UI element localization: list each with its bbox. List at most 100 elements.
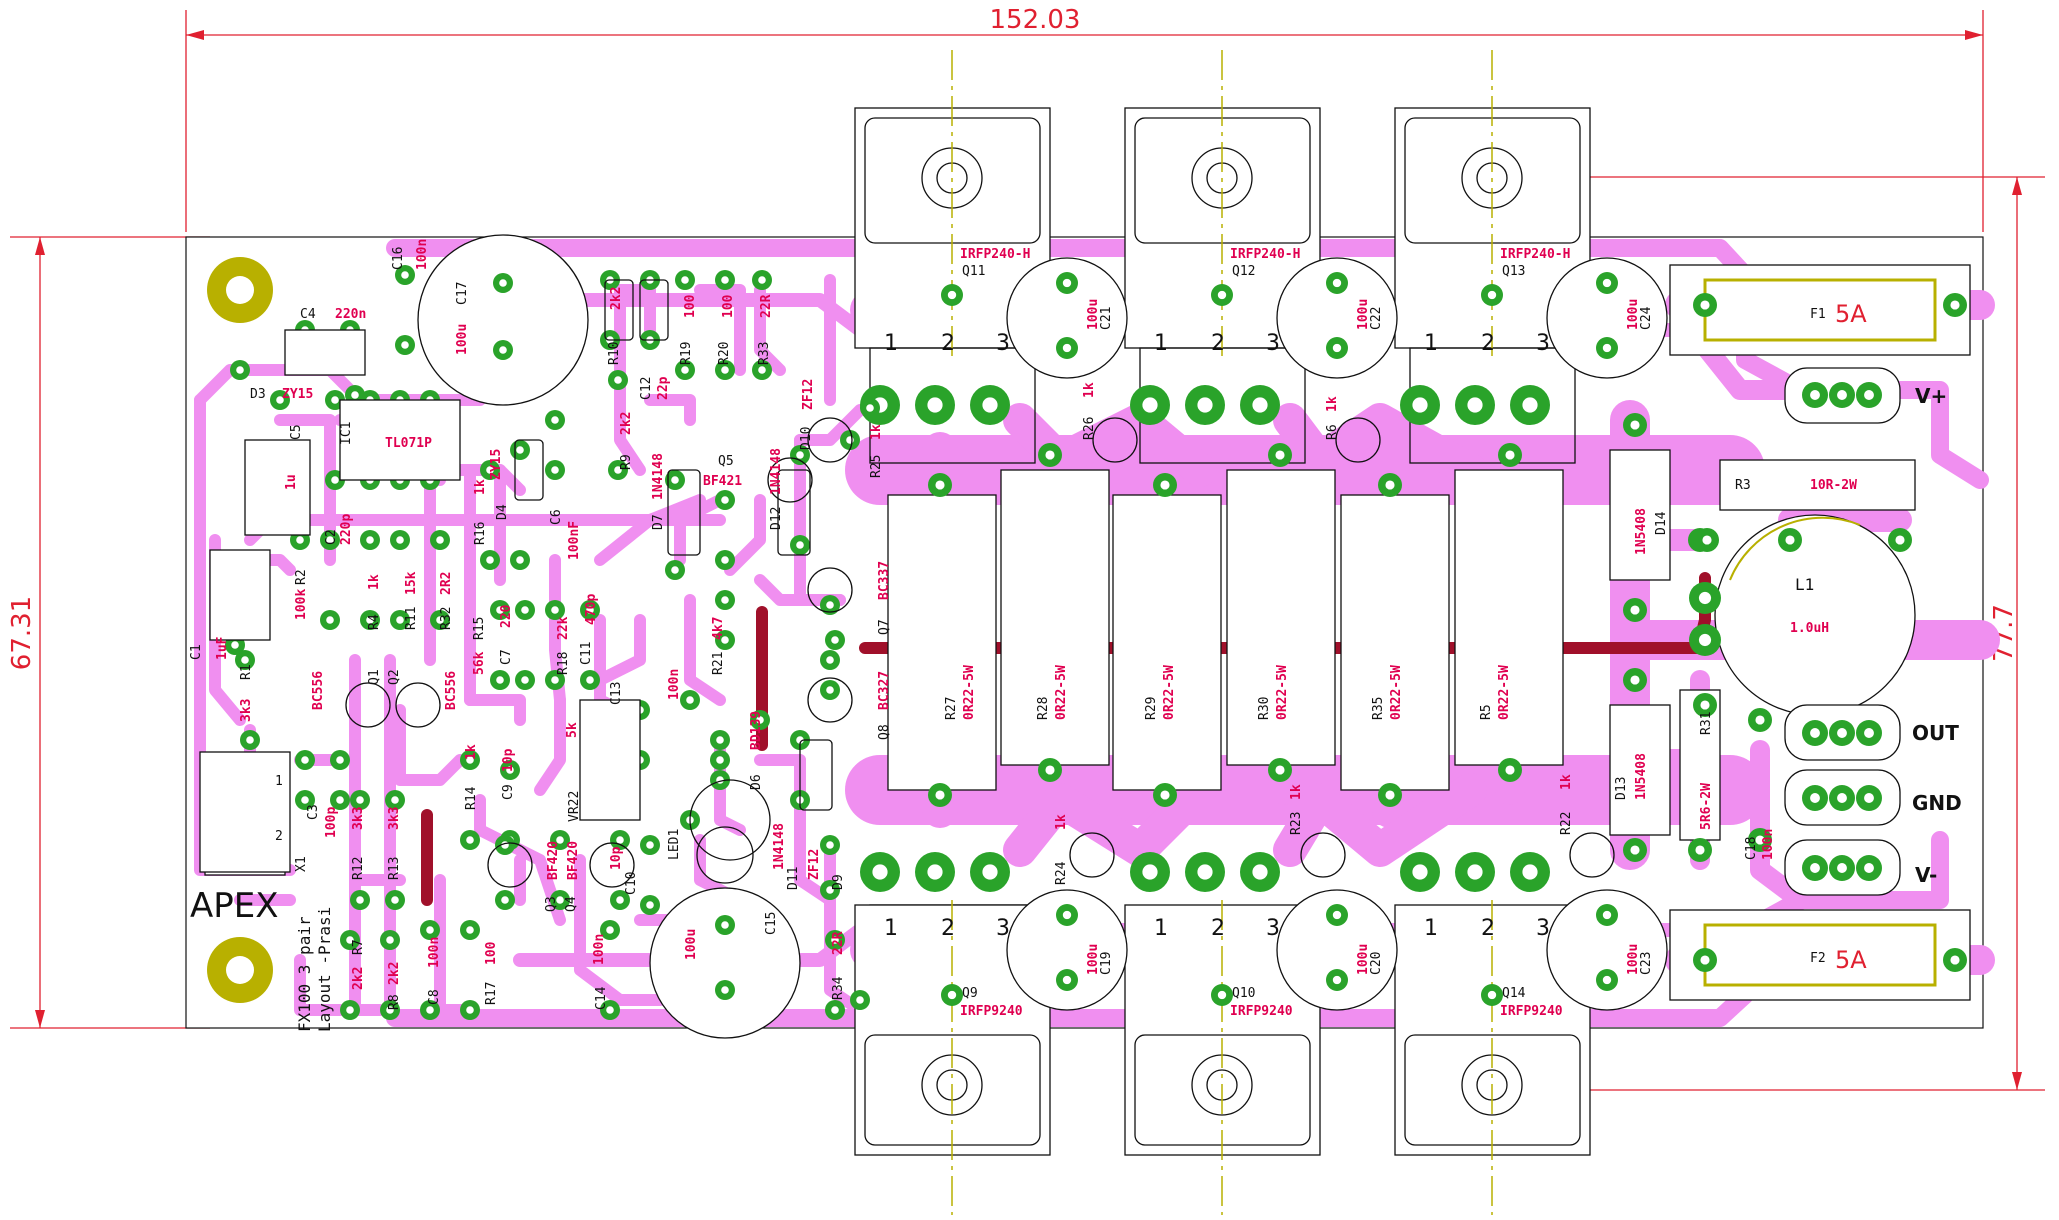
pad-hole: [646, 841, 654, 849]
pad-hole: [326, 616, 334, 624]
pad-hole: [1062, 343, 1072, 353]
r22-value: 1k: [1559, 774, 1574, 790]
pad-hole: [1275, 450, 1285, 460]
pad-hole: [1332, 910, 1342, 920]
pad-hole: [1864, 793, 1874, 803]
pad-hole: [1275, 765, 1285, 775]
fuse-f2-ref: F2: [1810, 951, 1826, 966]
pad-hole: [606, 926, 614, 934]
c21-ref: C21: [1099, 307, 1114, 330]
pad-hole: [831, 936, 839, 944]
q10-pin3: 3: [1266, 916, 1280, 941]
pad-hole: [366, 616, 374, 624]
electrolytic-caps: [417, 234, 1668, 1039]
pad-hole: [716, 756, 724, 764]
vr22-value: 5k: [565, 722, 580, 738]
r11-value: 15k: [404, 571, 419, 595]
connector-vminus-label: V-: [1915, 863, 1937, 887]
pad-hole: [1810, 793, 1820, 803]
pad-hole: [686, 696, 694, 704]
pad-hole: [1755, 715, 1765, 725]
pad-hole: [391, 896, 399, 904]
c1-value: 1uF: [215, 636, 230, 660]
d13-ref: D13: [1614, 777, 1629, 800]
connector-x1-label: X1: [294, 856, 309, 872]
r19-ref: R19: [679, 342, 694, 365]
connector-out-label: OUT: [1912, 721, 1959, 745]
c14-ref: C14: [594, 986, 609, 1010]
pad-hole: [1505, 450, 1515, 460]
c24-ref: C24: [1639, 306, 1654, 330]
pad-hole: [386, 936, 394, 944]
q12-pin1: 1: [1154, 331, 1168, 356]
q9-pin2: 2: [941, 916, 955, 941]
pad-hole: [721, 921, 729, 929]
r26-ref: R26: [1082, 417, 1097, 440]
input-section-labels: C4 220n C16 100n C17 100u D3 ZY15 C5 1u …: [189, 239, 892, 1010]
r7-ref: R7: [351, 939, 366, 955]
q11-ref: Q11: [962, 264, 985, 279]
pad-hole: [796, 541, 804, 549]
mounting-holes: [207, 257, 273, 1003]
r6-value: 1k: [1325, 396, 1340, 412]
q9-part: IRFP9240: [960, 1004, 1023, 1019]
pad-hole: [1505, 765, 1515, 775]
q2-ref: Q2: [387, 669, 402, 685]
connector-x1-pin1: 1: [275, 774, 283, 789]
pad-hole: [846, 436, 854, 444]
pad-hole: [296, 536, 304, 544]
pad-hole: [1252, 864, 1268, 880]
d10-value: ZF12: [801, 379, 816, 410]
r24-value: 1k: [1054, 814, 1069, 830]
pad-hole: [466, 926, 474, 934]
pads: [220, 265, 1967, 1020]
pad-hole: [1160, 480, 1170, 490]
r4-value: 1k: [367, 574, 382, 590]
q10-pin1: 1: [1154, 916, 1168, 941]
q11-pin3: 3: [996, 331, 1010, 356]
d7-value: 1N4148: [651, 453, 666, 500]
r12-value: 3k3: [351, 807, 366, 830]
pad-hole: [1700, 955, 1710, 965]
r7-value: 2k2: [351, 967, 366, 990]
pad-hole: [301, 756, 309, 764]
r21-value: 4k7: [711, 617, 726, 640]
pad-hole: [1197, 864, 1213, 880]
pad-hole: [826, 686, 834, 694]
pad-hole: [796, 451, 804, 459]
r5-ref: R5: [1479, 704, 1494, 720]
r32-ref: R32: [439, 607, 454, 630]
pad-hole: [1630, 605, 1640, 615]
pad-hole: [1332, 278, 1342, 288]
r31-ref: R31: [1699, 712, 1714, 735]
dimension-height-left: 67.31: [7, 596, 37, 670]
r8-ref: R8: [387, 994, 402, 1010]
board-title-line1: FX100 3 pair: [295, 916, 314, 1032]
r28-value: 0R22-5W: [1054, 665, 1069, 720]
pad-hole: [1062, 278, 1072, 288]
fuse-f1-ref: F1: [1810, 307, 1826, 322]
pad-hole: [516, 446, 524, 454]
pad-hole: [721, 596, 729, 604]
pad-hole: [1385, 480, 1395, 490]
q13-pin1: 1: [1424, 331, 1438, 356]
pad-hole: [1785, 535, 1795, 545]
pad-hole: [671, 476, 679, 484]
r13-ref: R13: [387, 857, 402, 880]
brand-logo-text: APEX: [190, 886, 279, 926]
c2-ref: C2: [324, 529, 339, 545]
r29-value: 0R22-5W: [1162, 665, 1177, 720]
d13-value: 1N5408: [1634, 753, 1649, 800]
r30-value: 0R22-5W: [1275, 665, 1290, 720]
c11-ref: C11: [579, 642, 594, 665]
r30-ref: R30: [1257, 697, 1272, 720]
q11-part: IRFP240-H: [960, 247, 1030, 262]
pad-hole: [1142, 397, 1158, 413]
pad-hole: [501, 896, 509, 904]
pad-hole: [1385, 790, 1395, 800]
d4-ref: D4: [495, 504, 510, 520]
d6-ref: D6: [749, 774, 764, 790]
c4-ref: C4: [300, 307, 316, 322]
connector-x1: [199, 751, 291, 873]
c13-ref: C13: [609, 682, 624, 705]
